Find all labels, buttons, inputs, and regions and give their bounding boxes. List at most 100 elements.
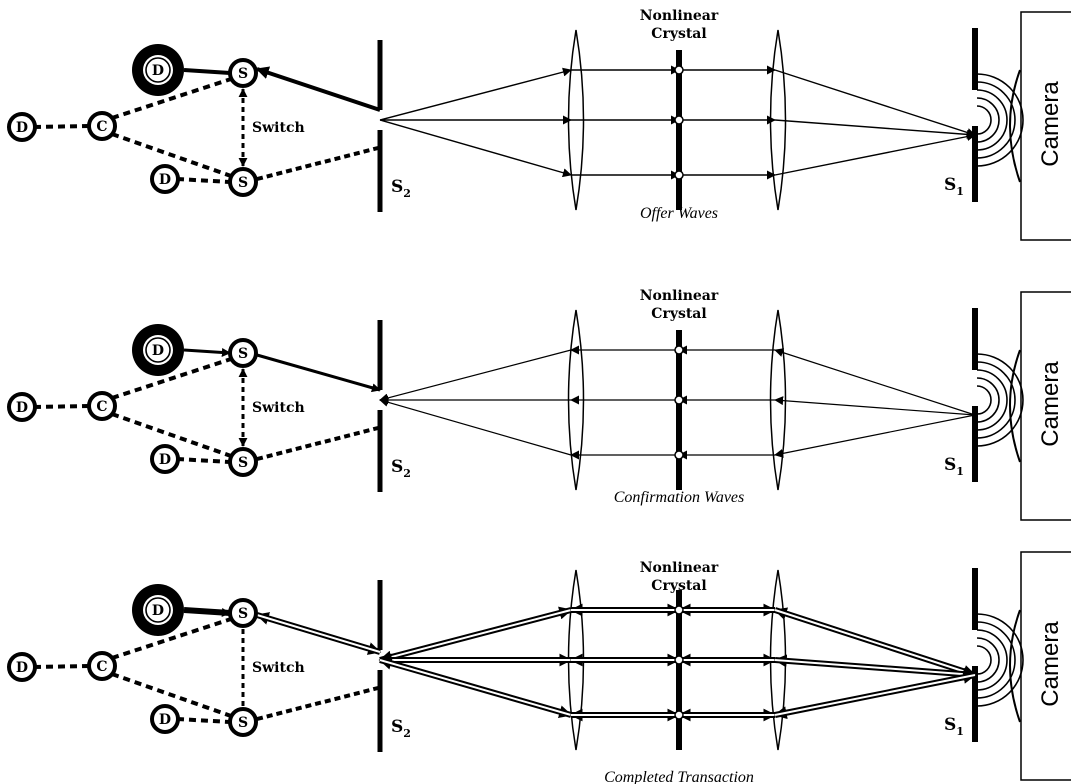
- wavefront: [976, 361, 1016, 439]
- svg-text:D: D: [159, 712, 171, 728]
- ray: [774, 132, 976, 176]
- camera-box: [1020, 291, 1071, 521]
- slit1-label: S1: [944, 175, 964, 198]
- crystal-point: [674, 605, 684, 615]
- svg-text:D: D: [152, 63, 164, 79]
- link-c-stop: [111, 357, 232, 400]
- link-sbot-slit: [256, 426, 379, 461]
- link-c-stop: [111, 77, 232, 120]
- svg-text:S: S: [238, 606, 248, 622]
- wavefront: [976, 385, 992, 415]
- link-c-stop: [111, 617, 232, 660]
- camera-label: Camera: [1037, 81, 1064, 167]
- wavefront: [976, 377, 1000, 423]
- crystal-point: [674, 170, 684, 180]
- link-sbot-slit: [256, 146, 379, 181]
- ray: [379, 119, 572, 178]
- crystal-point: [674, 65, 684, 75]
- camera-label: Camera: [1037, 621, 1064, 707]
- wavefront: [976, 353, 1024, 447]
- slit2-label: S2: [391, 457, 411, 480]
- link-stop-slit: [256, 353, 381, 393]
- panel-caption: Confirmation Waves: [614, 489, 745, 506]
- detector-bottom: D: [150, 704, 180, 734]
- switch-label: Switch: [252, 400, 305, 416]
- panel-caption: Offer Waves: [640, 205, 718, 222]
- wavefront: [976, 629, 1008, 691]
- ray: [379, 67, 572, 121]
- svg-text:D: D: [159, 452, 171, 468]
- link-d-sbot: [176, 177, 231, 184]
- link-c-sbot: [111, 672, 232, 718]
- coincidence-node: C: [87, 391, 117, 421]
- ray: [379, 397, 572, 456]
- slit1-label: S1: [944, 715, 964, 738]
- svg-text:C: C: [96, 659, 107, 675]
- link-c-sbot: [111, 132, 232, 178]
- link-d-sbot: [176, 457, 231, 464]
- ray: [774, 396, 976, 416]
- svg-text:D: D: [16, 120, 28, 136]
- crystal-point: [674, 115, 684, 125]
- link-slit-stop: [255, 66, 381, 112]
- panel-caption: Completed Transaction: [604, 769, 754, 784]
- link-d-c: [33, 124, 90, 129]
- crystal-label-2: Crystal: [651, 26, 706, 42]
- wavefront: [976, 621, 1016, 699]
- link-c-sbot: [111, 412, 232, 458]
- crystal-point: [674, 395, 684, 405]
- camera-label: Camera: [1037, 361, 1064, 447]
- ray: [774, 69, 976, 137]
- svg-text:C: C: [96, 119, 107, 135]
- wavefront: [976, 637, 1000, 683]
- link-d-c: [33, 664, 90, 669]
- crystal-label-2: Crystal: [651, 578, 706, 594]
- detector-left: D: [7, 112, 37, 142]
- link-d-sbot: [176, 717, 231, 724]
- ray: [379, 349, 572, 403]
- slit2-label: S2: [391, 177, 411, 200]
- ray: [774, 414, 976, 458]
- link-bigd-stop: [183, 347, 231, 357]
- splitter-top: S: [228, 58, 258, 88]
- crystal-point: [674, 655, 684, 665]
- splitter-top: S: [228, 338, 258, 368]
- wavefront: [976, 73, 1024, 167]
- detector-big: D: [132, 584, 184, 636]
- slit2-label: S2: [391, 717, 411, 740]
- detector-big: D: [132, 324, 184, 376]
- link-bigd-stop: [183, 68, 231, 75]
- svg-text:S: S: [238, 66, 248, 82]
- ray: [774, 348, 976, 416]
- splitter-bottom: S: [228, 447, 258, 477]
- link-sbot-slit: [256, 686, 379, 721]
- splitter-top: S: [228, 598, 258, 628]
- link-bigd-stop: [183, 607, 231, 617]
- coincidence-node: C: [87, 111, 117, 141]
- svg-text:D: D: [16, 660, 28, 676]
- detector-bottom: D: [150, 164, 180, 194]
- svg-text:C: C: [96, 399, 107, 415]
- camera-box: [1020, 11, 1071, 241]
- wavefront: [976, 613, 1024, 707]
- crystal-label-2: Crystal: [651, 306, 706, 322]
- ray: [774, 119, 976, 139]
- slit1-label: S1: [944, 455, 964, 478]
- wavefront: [976, 645, 992, 675]
- wavefront: [976, 81, 1016, 159]
- camera-box: [1020, 551, 1071, 781]
- crystal-point: [674, 345, 684, 355]
- svg-text:S: S: [238, 455, 248, 471]
- crystal-point: [674, 710, 684, 720]
- splitter-bottom: S: [228, 707, 258, 737]
- detector-left: D: [7, 652, 37, 682]
- switch-label: Switch: [252, 120, 305, 136]
- crystal-point: [674, 450, 684, 460]
- svg-text:S: S: [238, 715, 248, 731]
- switch-label: Switch: [252, 660, 305, 676]
- svg-text:S: S: [238, 346, 248, 362]
- svg-text:D: D: [152, 603, 164, 619]
